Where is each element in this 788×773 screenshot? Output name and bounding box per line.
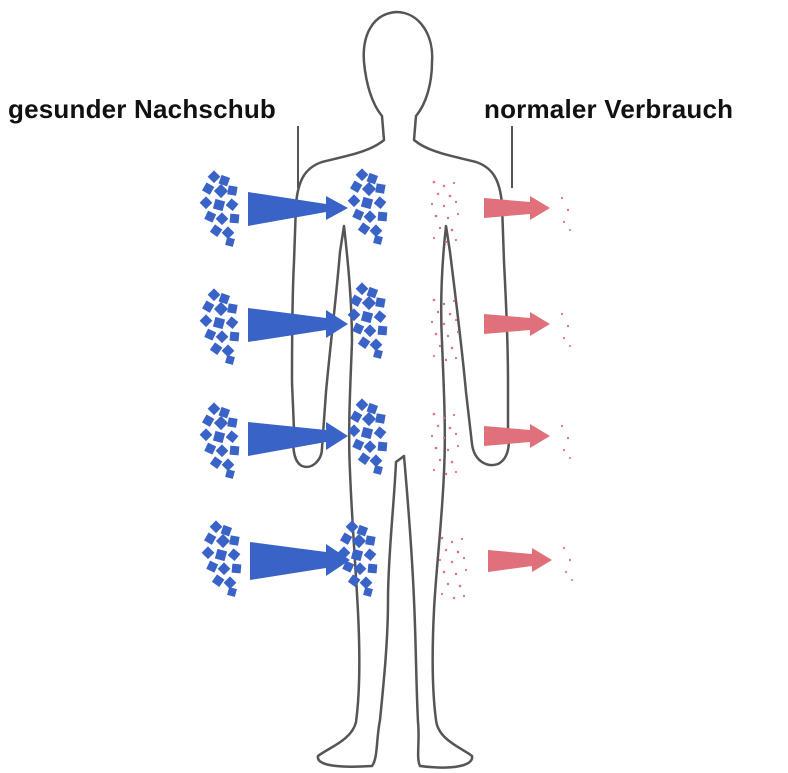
pink-sparse-dots-icon [563, 547, 573, 581]
blue-cell-cluster-icon [200, 402, 240, 479]
consumption-arrow-icon [484, 312, 550, 336]
blue-cell-cluster-icon [202, 520, 242, 597]
consumption-arrow-icon [488, 548, 552, 572]
consumption-arrow-icon [484, 196, 550, 220]
consumption-arrow-icon [484, 424, 550, 448]
normal-consumption-label: normaler Verbrauch [484, 94, 733, 125]
blue-cell-cluster-icon [200, 288, 240, 365]
pink-sparse-dots-icon [561, 197, 571, 231]
pink-sparse-dots-icon [561, 313, 571, 347]
blue-cell-cluster-icon [200, 170, 240, 247]
healthy-supply-label: gesunder Nachschub [8, 94, 276, 125]
human-silhouette-icon [292, 12, 509, 768]
supply-arrow-icon [250, 542, 350, 580]
pink-sparse-dots-icon [561, 425, 571, 459]
pink-cell-dots-icon [439, 537, 467, 600]
